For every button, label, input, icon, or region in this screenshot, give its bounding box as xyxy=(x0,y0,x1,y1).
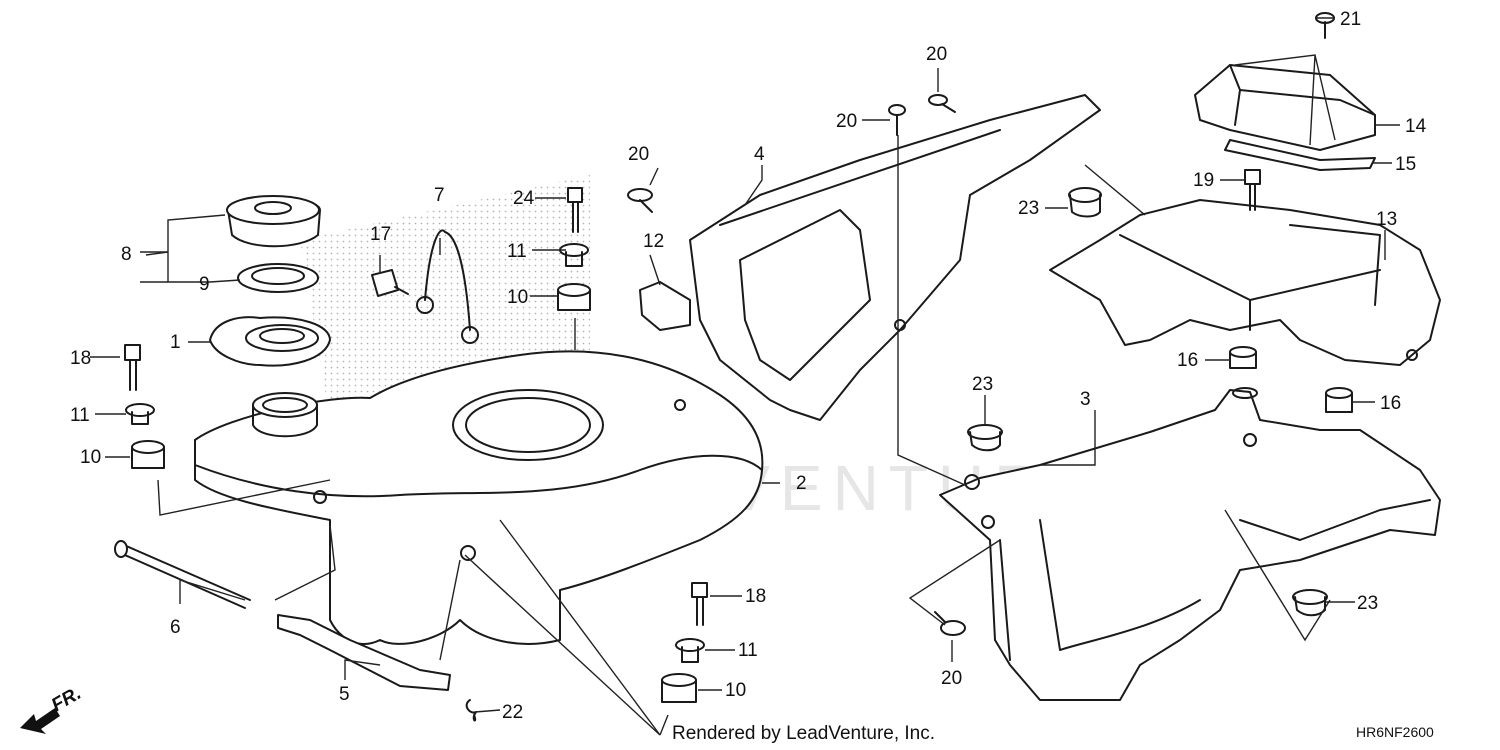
callout-7: 7 xyxy=(434,185,445,206)
leader-lines xyxy=(90,17,1400,736)
callout-20-a: 20 xyxy=(628,144,649,165)
render-credit: Rendered by LeadVenture, Inc. xyxy=(672,723,935,744)
filler-base xyxy=(209,316,331,367)
diagram-code: HR6NF2600 xyxy=(1356,724,1434,740)
callout-10-top: 10 xyxy=(507,287,528,308)
callout-20-b: 20 xyxy=(836,111,857,132)
callout-6: 6 xyxy=(170,617,181,638)
cover-gasket xyxy=(1224,139,1376,171)
callout-3: 3 xyxy=(1080,389,1091,410)
callout-16-a: 16 xyxy=(1177,350,1198,371)
tank-strap xyxy=(277,614,451,691)
bolt-19 xyxy=(1244,169,1261,211)
callout-9: 9 xyxy=(199,274,210,295)
callout-22: 22 xyxy=(502,702,523,723)
callout-23-a: 23 xyxy=(1018,198,1039,219)
battery-box xyxy=(1049,199,1441,366)
cap-23-a xyxy=(1068,187,1102,218)
callout-10-left: 10 xyxy=(80,447,101,468)
cap-tether xyxy=(416,229,479,344)
callout-19: 19 xyxy=(1193,170,1214,191)
bolt-18-bottom xyxy=(691,582,708,626)
cap-seal xyxy=(237,263,319,293)
grommet-16-a xyxy=(1229,346,1257,369)
callout-16-b: 16 xyxy=(1380,393,1401,414)
support-rod xyxy=(114,540,251,609)
front-arrow-icon xyxy=(20,708,60,734)
callout-4: 4 xyxy=(754,144,765,165)
callout-21: 21 xyxy=(1340,9,1361,30)
clip-22 xyxy=(465,699,477,722)
grommet-10-bottom xyxy=(661,673,697,703)
callout-23-c: 23 xyxy=(1357,593,1378,614)
grommet-16-b xyxy=(1325,387,1353,413)
callout-labels: 1 2 3 4 5 6 7 8 9 10 10 10 11 11 11 12 1… xyxy=(70,9,1427,723)
callout-17: 17 xyxy=(370,224,391,245)
bolt-18-left xyxy=(124,344,141,391)
push-clip-20-b xyxy=(888,104,906,136)
push-clip-20-a xyxy=(627,188,653,213)
callout-10-bottom: 10 xyxy=(725,680,746,701)
battery-cover xyxy=(1194,64,1376,151)
callout-11-left: 11 xyxy=(70,405,90,426)
callout-2: 2 xyxy=(796,473,807,494)
callout-14: 14 xyxy=(1405,116,1427,137)
push-clip-20-c xyxy=(928,94,956,113)
callout-18-bottom: 18 xyxy=(745,586,766,607)
front-direction-marker: FR. xyxy=(20,683,85,734)
callout-18-left: 18 xyxy=(70,348,91,369)
cap-23-b xyxy=(967,424,1003,452)
grommet-10-top xyxy=(557,283,591,311)
filler-cap xyxy=(226,195,321,248)
clamp-12 xyxy=(639,281,691,331)
callout-11-bottom: 11 xyxy=(738,640,758,661)
callout-20-c: 20 xyxy=(926,44,947,65)
cap-23-c xyxy=(1292,589,1328,617)
lower-cover xyxy=(939,387,1441,701)
push-clip-20-d xyxy=(934,611,966,636)
fuel-tank xyxy=(194,350,764,645)
callout-13: 13 xyxy=(1376,209,1397,230)
callout-11-top: 11 xyxy=(507,241,527,262)
callout-5: 5 xyxy=(339,684,350,705)
callout-12: 12 xyxy=(643,231,664,252)
screw-21 xyxy=(1315,12,1335,39)
grommet-10-left xyxy=(131,440,165,469)
callout-23-b: 23 xyxy=(972,374,993,395)
callout-15: 15 xyxy=(1395,154,1416,175)
collar-11-bottom xyxy=(675,638,705,663)
bolt-24 xyxy=(567,187,583,233)
center-bracket xyxy=(689,94,1101,421)
collar-11-left xyxy=(125,403,155,425)
callout-8: 8 xyxy=(121,244,132,265)
callout-20-d: 20 xyxy=(941,668,962,689)
breather-fitting xyxy=(371,269,409,297)
callout-1: 1 xyxy=(170,332,181,353)
callout-24: 24 xyxy=(513,188,535,209)
